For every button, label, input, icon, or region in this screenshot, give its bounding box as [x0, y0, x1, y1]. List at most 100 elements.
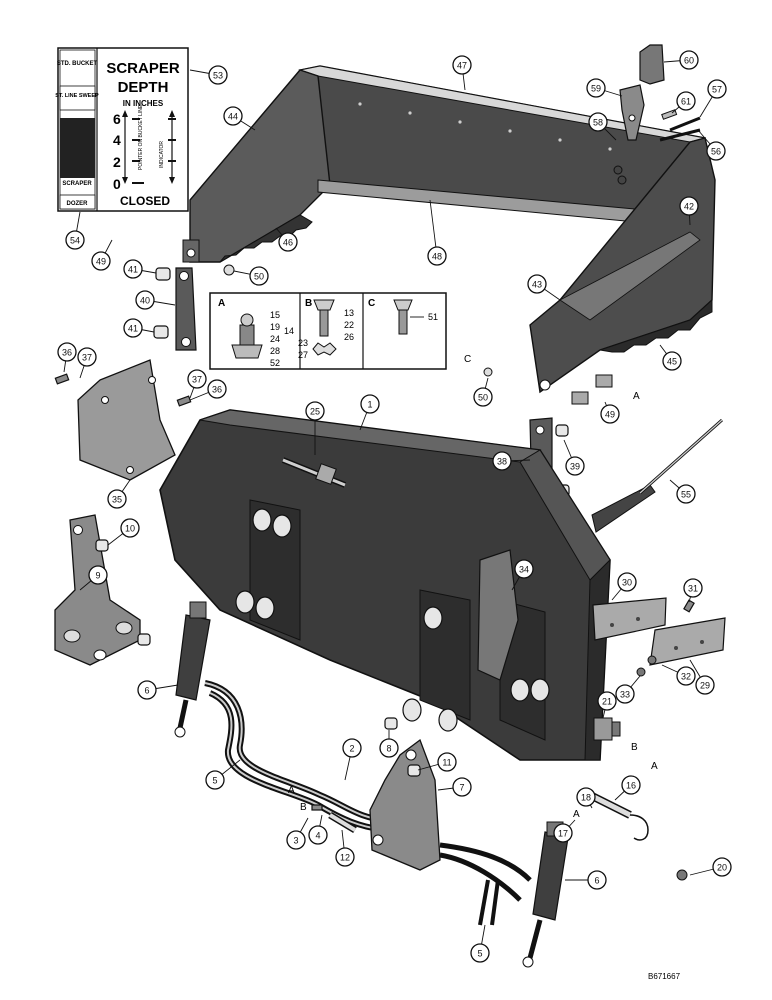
- callout-label: 11: [442, 758, 451, 768]
- callout-c5a: 5: [205, 759, 241, 790]
- callout-label: 40: [140, 296, 150, 306]
- decal-scraper: SCRAPER: [62, 181, 92, 187]
- letter-b-right: B: [631, 742, 638, 753]
- callout-circle: [452, 55, 472, 75]
- callout-label: 58: [593, 118, 603, 128]
- callout-label: 61: [681, 97, 691, 107]
- scraper-depth-decal: STD. BUCKET ST. LINE SWEEP SCRAPER DOZER…: [55, 47, 189, 212]
- callout-circle: [706, 141, 726, 161]
- callout-c47: 47: [452, 55, 472, 91]
- decal-title-scraper: SCRAPER: [106, 60, 180, 77]
- callout-label: 53: [213, 71, 223, 81]
- callout-c16: 16: [614, 775, 641, 801]
- callout-label: 30: [622, 578, 632, 588]
- callout-c32: 32: [661, 664, 696, 686]
- callout-label: 34: [519, 565, 529, 575]
- callout-circle: [427, 246, 447, 266]
- callout-label: 5: [477, 949, 482, 959]
- callout-label: 43: [532, 280, 542, 290]
- callout-c43: 43: [527, 274, 561, 301]
- callout-label: 9: [95, 571, 100, 581]
- decal-num-2: 2: [113, 154, 121, 170]
- callout-label: 44: [228, 112, 238, 122]
- callout-label: 32: [681, 672, 691, 682]
- callout-c4: 4: [308, 814, 328, 845]
- callout-label: 25: [310, 407, 320, 417]
- callout-label: 5: [212, 776, 217, 786]
- callout-circle: [492, 451, 512, 471]
- callout-label: 18: [581, 793, 591, 803]
- callout-circle: [120, 518, 140, 538]
- callout-c17: 17: [553, 819, 576, 843]
- legend-a-letter: A: [218, 298, 225, 309]
- callout-label: 36: [62, 348, 72, 358]
- callout-label: 57: [712, 85, 722, 95]
- callout-label: 39: [570, 462, 580, 472]
- callout-label: 1: [367, 400, 372, 410]
- hydraulics: [174, 601, 688, 968]
- callout-label: 35: [112, 495, 122, 505]
- legend-b-letter: B: [305, 298, 312, 309]
- callout-circle: [621, 775, 641, 795]
- callout-circle: [565, 456, 585, 476]
- callout-c3: 3: [286, 817, 309, 850]
- callout-label: 31: [688, 584, 698, 594]
- callout-c38: 38: [492, 451, 531, 471]
- callout-label: 4: [315, 831, 320, 841]
- callout-c20: 20: [689, 857, 732, 877]
- callout-c30: 30: [611, 572, 637, 601]
- callout-circle: [527, 274, 547, 294]
- callout-label: 3: [293, 836, 298, 846]
- callout-c41b: 41: [123, 318, 155, 338]
- callout-c58: 58: [588, 112, 617, 141]
- side-brackets: [54, 359, 192, 666]
- callout-circle: [305, 401, 325, 421]
- callout-c21: 21: [597, 691, 617, 719]
- callout-label: 6: [144, 686, 149, 696]
- callout-label: 7: [459, 783, 464, 793]
- callout-circle: [207, 379, 227, 399]
- callout-circle: [249, 266, 269, 286]
- callout-circle: [437, 752, 457, 772]
- letter-a-bottom: A: [573, 809, 580, 820]
- callout-circle: [205, 770, 225, 790]
- callout-c8: 8: [379, 730, 399, 758]
- callout-circle: [679, 196, 699, 216]
- callout-circle: [342, 738, 362, 758]
- callout-c5b: 5: [470, 924, 490, 963]
- decal-num-0: 0: [113, 176, 121, 192]
- callout-c6a: 6: [137, 680, 179, 700]
- callout-c10: 10: [107, 518, 140, 546]
- callout-label: 45: [667, 357, 677, 367]
- decal-pointer-text: POINTER ON BUCKET LINE: [138, 104, 144, 170]
- callout-c49b: 49: [600, 401, 620, 424]
- callout-circle: [676, 666, 696, 686]
- callout-label: 21: [602, 697, 612, 707]
- callout-c45: 45: [659, 344, 682, 371]
- callout-c48: 48: [427, 199, 447, 266]
- callout-circle: [335, 847, 355, 867]
- callout-circle: [379, 738, 399, 758]
- callout-label: 37: [82, 353, 92, 363]
- decal-title-depth: DEPTH: [118, 79, 169, 96]
- callout-c37b: 37: [187, 369, 207, 399]
- decal-st-line-sweep: ST. LINE SWEEP: [55, 93, 99, 99]
- callout-circle: [123, 318, 143, 338]
- callout-circle: [135, 290, 155, 310]
- callout-circle: [588, 112, 608, 132]
- callout-circle: [676, 484, 696, 504]
- cutting-edges: [591, 418, 726, 677]
- legend-b-num-r0: 13: [344, 308, 354, 318]
- callout-circle: [553, 823, 573, 843]
- callout-c40: 40: [135, 290, 176, 310]
- callout-label: 50: [478, 393, 488, 403]
- callout-label: 17: [558, 829, 568, 839]
- callout-circle: [107, 489, 127, 509]
- legend-c-letter: C: [368, 298, 375, 309]
- callout-label: 56: [711, 147, 721, 157]
- callout-circle: [473, 387, 493, 407]
- callout-c37a: 37: [77, 347, 97, 379]
- callout-c25: 25: [305, 401, 325, 455]
- legend-b-num-l1: 23: [298, 338, 308, 348]
